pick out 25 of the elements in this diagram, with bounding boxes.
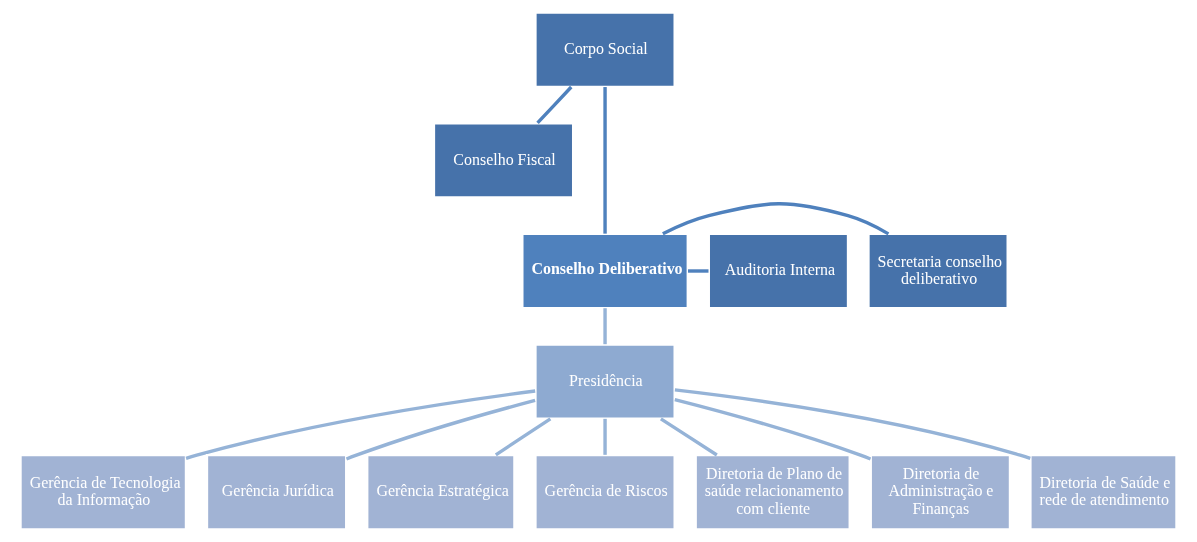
- connector: [494, 417, 552, 457]
- node-box: Gerência Estratégica: [366, 454, 516, 531]
- node-box: Corpo Social: [534, 11, 676, 88]
- connector: [659, 417, 718, 457]
- node-box: Conselho Fiscal: [432, 122, 575, 199]
- node-box: Presidência: [534, 343, 676, 420]
- node-box: Gerência de Riscos: [534, 454, 676, 531]
- node-box: Diretoria de Saúde e rede de atendimento: [1029, 454, 1178, 531]
- connector: [603, 308, 607, 345]
- connector: [688, 269, 709, 273]
- connector: [603, 87, 607, 234]
- connector: [536, 85, 573, 125]
- connector: [345, 398, 536, 461]
- node-box: Conselho Deliberativo: [521, 232, 689, 310]
- node-box: Secretaria conselho deliberativo: [867, 232, 1009, 310]
- node-box: Gerência Jurídica: [205, 454, 348, 531]
- connector: [185, 389, 536, 460]
- node-box: Diretoria de Administração e Finanças: [869, 454, 1012, 531]
- connector: [674, 388, 1031, 461]
- connector: [662, 202, 890, 236]
- node-box: Gerência de Tecnologia da Informação: [19, 454, 188, 531]
- connector: [674, 397, 872, 461]
- connector: [603, 418, 607, 455]
- node-box: Diretoria de Plano de saúde relacionamento com cliente: [694, 454, 851, 531]
- node-box: Auditoria Interna: [707, 232, 850, 310]
